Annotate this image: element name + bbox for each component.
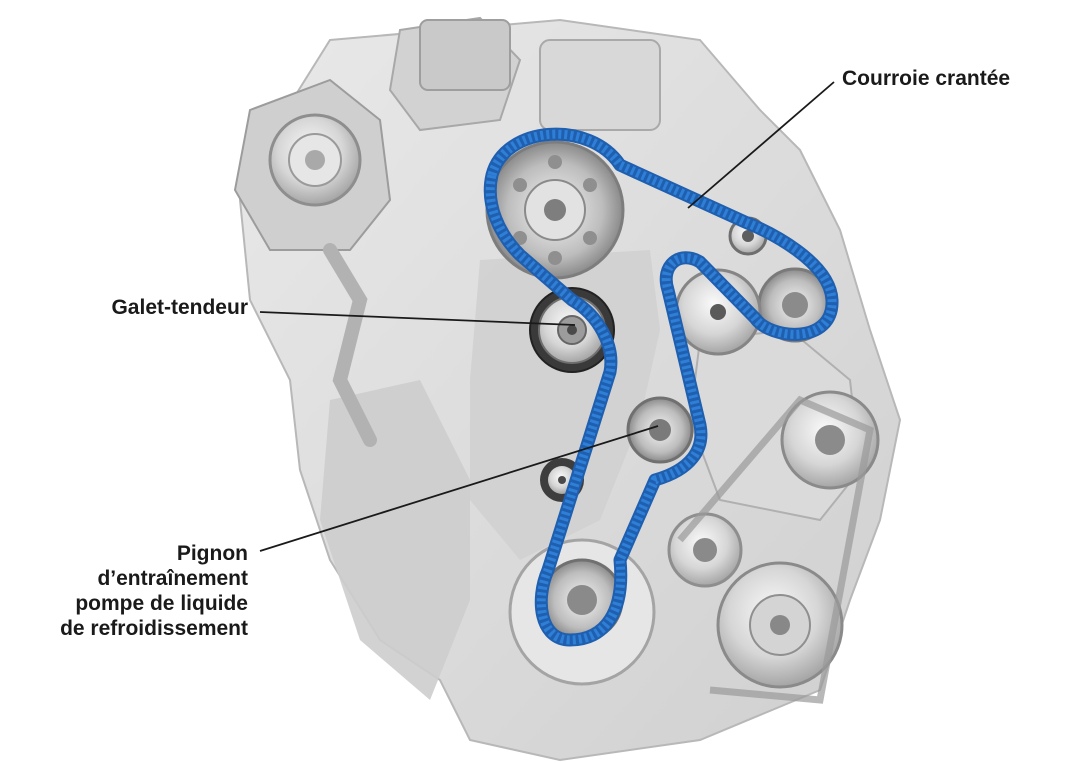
label-galet-tendeur: Galet-tendeur [111, 295, 248, 320]
label-pignon-line-3: pompe de liquide [75, 592, 248, 615]
injection-pump-sprocket [757, 267, 833, 343]
label-courroie-crantee: Courroie crantée [842, 66, 1010, 91]
label-galet-text: Galet-tendeur [111, 296, 248, 319]
accessory-pulleys [667, 390, 880, 704]
crankshaft-sprocket [508, 538, 656, 686]
leader-lines [259, 81, 835, 552]
timing-belt [483, 127, 839, 647]
label-pignon-entrainement: Pignon d’entraînement pompe de liquide d… [60, 541, 248, 641]
label-courroie-text: Courroie crantée [842, 67, 1011, 90]
label-pignon-line-2: d’entraînement [97, 567, 248, 590]
turbocharger [233, 78, 392, 447]
label-pignon-line-1: Pignon [176, 542, 248, 565]
water-pump-sprocket [626, 396, 694, 464]
label-pignon-line-4: de refroidissement [60, 617, 248, 640]
leader-courroie [687, 81, 835, 209]
leader-galet [259, 311, 576, 326]
leader-pignon [259, 425, 659, 552]
engine-block [238, 16, 902, 762]
camshaft-sprocket [485, 140, 625, 280]
